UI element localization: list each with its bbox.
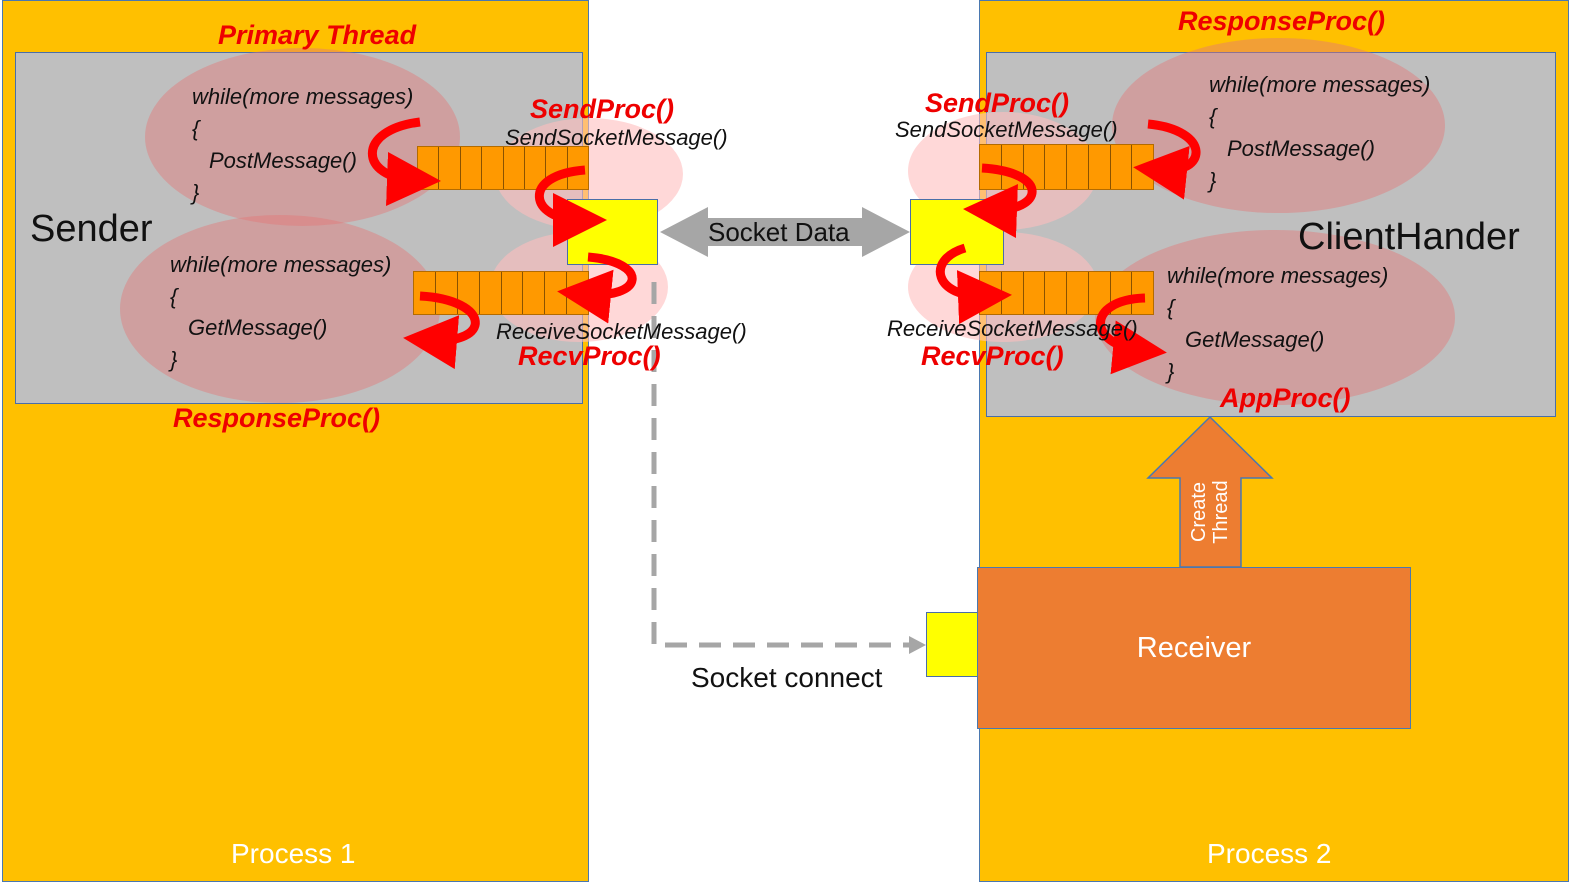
client-sendsocketmessage-label: SendSocketMessage() bbox=[895, 117, 1118, 142]
create-thread-line2: Thread bbox=[1210, 480, 1232, 544]
sender-recv-loop-line2: { bbox=[170, 284, 178, 309]
red-arrow-getmessage bbox=[403, 291, 480, 370]
sender-recv-loop-line3: GetMessage() bbox=[188, 315, 328, 340]
red-arrow-client-postmessage bbox=[1133, 119, 1201, 200]
socket-data-label: Socket Data bbox=[708, 217, 850, 247]
red-arrow-recvsocket bbox=[557, 252, 637, 324]
red-arrow-client-getmessage bbox=[1096, 293, 1167, 375]
sender-sendsocketmessage-label: SendSocketMessage() bbox=[505, 125, 728, 150]
client-responseproc-title: ResponseProc() bbox=[1178, 6, 1386, 36]
client-recvproc-label: RecvProc() bbox=[921, 341, 1064, 371]
receiver-box: Receiver bbox=[977, 567, 1411, 729]
red-arrow-client-recvsocket bbox=[935, 243, 1012, 325]
sender-send-loop-line3: PostMessage() bbox=[209, 148, 357, 173]
client-recv-loop-ellipse bbox=[1095, 230, 1455, 405]
sender-send-loop-line2: { bbox=[192, 116, 200, 141]
sender-send-loop-line1: while(more messages) bbox=[192, 84, 414, 109]
client-send-loop-line2: { bbox=[1209, 104, 1217, 129]
sender-box bbox=[15, 52, 583, 404]
client-recv-loop-line2: { bbox=[1167, 295, 1175, 320]
receiver-listen-socket bbox=[926, 612, 979, 677]
sender-recv-loop-line4: } bbox=[170, 347, 178, 372]
red-arrow-client-sendsocket bbox=[963, 163, 1037, 238]
primary-thread-title: Primary Thread bbox=[218, 20, 417, 50]
sender-sendproc-label: SendProc() bbox=[530, 94, 675, 124]
client-handler-box bbox=[986, 52, 1556, 417]
process-2-label: Process 2 bbox=[1207, 838, 1332, 869]
client-send-loop-line1: while(more messages) bbox=[1209, 72, 1431, 97]
client-sendproc-label: SendProc() bbox=[925, 88, 1070, 118]
client-send-loop-line3: PostMessage() bbox=[1227, 136, 1375, 161]
client-recv-loop-line4: } bbox=[1167, 359, 1175, 384]
create-thread-arrow bbox=[1146, 415, 1274, 568]
client-hander-label: ClientHander bbox=[1298, 216, 1520, 258]
red-arrow-sendsocket bbox=[534, 165, 607, 247]
socket-data-arrow bbox=[660, 207, 910, 257]
sender-recv-loop-line1: while(more messages) bbox=[170, 252, 392, 277]
client-send-loop-line4: } bbox=[1209, 168, 1217, 193]
socket-connect-arrow bbox=[651, 282, 926, 654]
sender-receivesocketmessage-label: ReceiveSocketMessage() bbox=[496, 319, 747, 344]
client-recv-loop-line1: while(more messages) bbox=[1167, 263, 1389, 288]
client-appproc-label: AppProc() bbox=[1220, 383, 1351, 413]
client-recv-loop-line3: GetMessage() bbox=[1185, 327, 1325, 352]
client-receivesocketmessage-label: ReceiveSocketMessage() bbox=[887, 316, 1138, 341]
sender-label: Sender bbox=[30, 208, 153, 250]
sender-responseproc-label: ResponseProc() bbox=[173, 403, 381, 433]
sender-send-loop-line4: } bbox=[192, 180, 200, 205]
create-thread-label: Create Thread bbox=[1188, 452, 1232, 572]
client-send-queue bbox=[979, 144, 1154, 190]
process-1-label: Process 1 bbox=[231, 838, 356, 869]
socket-connect-label: Socket connect bbox=[691, 662, 883, 693]
create-thread-line1: Create bbox=[1188, 481, 1210, 543]
sender-recvproc-label: RecvProc() bbox=[518, 341, 661, 371]
red-arrow-postmessage bbox=[368, 117, 441, 206]
receiver-label: Receiver bbox=[1136, 631, 1252, 664]
sender-recv-loop-ellipse bbox=[120, 215, 440, 403]
sender-send-queue bbox=[417, 146, 589, 190]
